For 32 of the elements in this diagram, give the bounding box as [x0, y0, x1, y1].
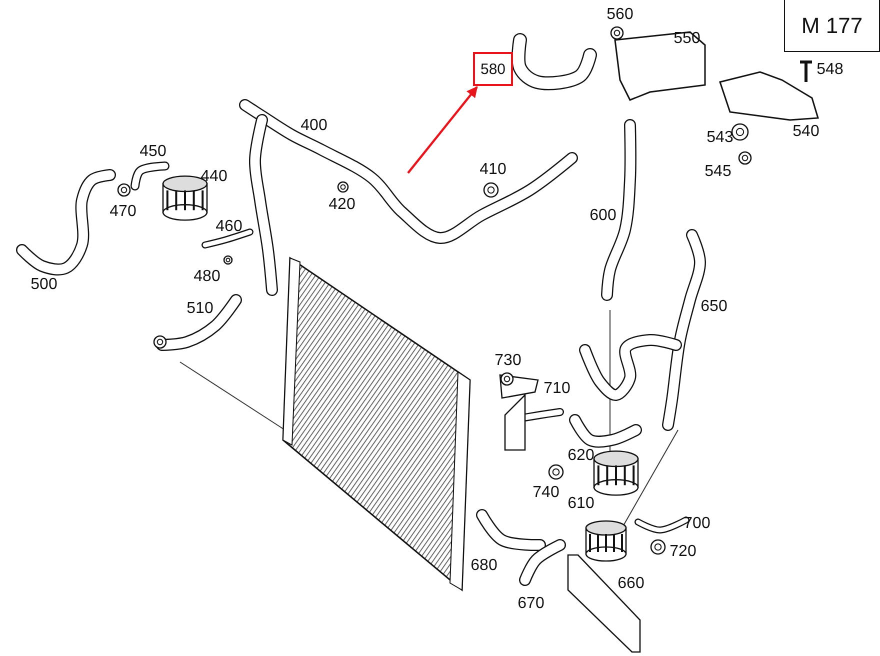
callout-number: 543: [706, 130, 734, 146]
callout-number: 600: [590, 208, 616, 224]
callout-number: 450: [140, 144, 166, 160]
model-code-box: [784, 0, 880, 52]
callout-number: 740: [532, 485, 560, 501]
callout-number: 400: [300, 118, 328, 134]
callout-number: 500: [30, 277, 58, 293]
callout-number: 610: [568, 496, 594, 512]
callout-number: 620: [568, 448, 594, 464]
highlight-box: [473, 52, 513, 86]
callout-number: 720: [670, 544, 696, 560]
callout-number: 710: [544, 381, 570, 397]
callout-number: 730: [494, 353, 522, 369]
callout-number: 650: [700, 299, 728, 315]
callout-number: 480: [194, 269, 220, 285]
arrow: [407, 86, 478, 174]
callout-number: 440: [200, 169, 228, 185]
callout-number: 670: [518, 596, 544, 612]
callout-number: 470: [110, 204, 136, 220]
callout-number: 660: [618, 576, 644, 592]
callout-number: 580: [480, 60, 506, 78]
callout-number: 410: [480, 162, 506, 178]
callout-number: M 177: [801, 12, 863, 38]
callout-number: 680: [470, 558, 498, 574]
callout-number: 460: [216, 219, 242, 235]
callout-number: 545: [704, 164, 732, 180]
callout-number: 540: [792, 124, 820, 140]
callout-number: 420: [328, 197, 356, 213]
callout-number: 560: [606, 7, 634, 23]
callout-number: 700: [684, 516, 710, 532]
callout-number: 510: [186, 301, 214, 317]
callout-number: 548: [816, 62, 844, 78]
